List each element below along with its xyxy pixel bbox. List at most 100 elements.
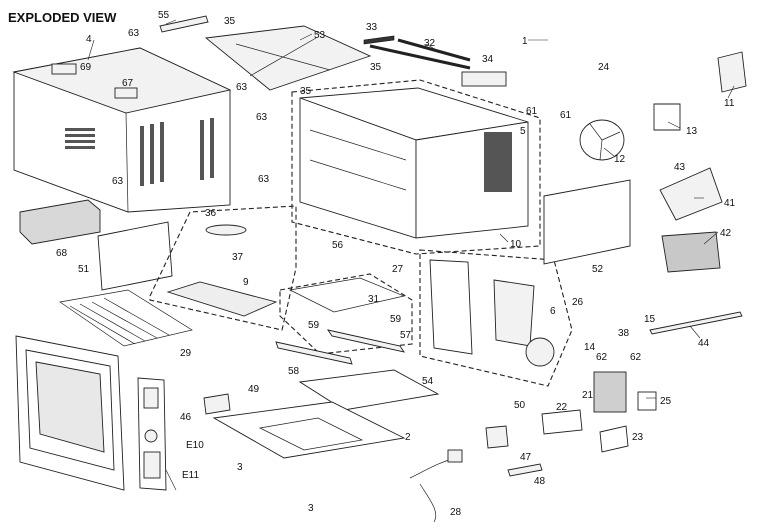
top-cover bbox=[204, 25, 372, 91]
transformer-holder bbox=[659, 167, 723, 221]
callout-48: 48 bbox=[534, 476, 546, 487]
callout-44: 44 bbox=[698, 338, 710, 349]
callout-59a: 59 bbox=[308, 320, 320, 331]
callout-54: 54 bbox=[422, 376, 434, 387]
callout-68: 68 bbox=[56, 248, 68, 259]
rail-57 bbox=[327, 329, 405, 353]
heater-set bbox=[363, 35, 471, 70]
callout-61a: 61 bbox=[526, 106, 538, 117]
callout-63b: 63 bbox=[236, 82, 248, 93]
leader-lines bbox=[87, 19, 735, 491]
callout-55: 55 bbox=[158, 10, 170, 21]
callout-63a: 63 bbox=[128, 28, 140, 39]
callout-15: 15 bbox=[644, 314, 656, 325]
callout-50: 50 bbox=[514, 400, 526, 411]
insulation-pad bbox=[19, 199, 101, 245]
control-module bbox=[429, 259, 555, 367]
strip-48 bbox=[507, 463, 543, 477]
callout-35b: 35 bbox=[370, 62, 382, 73]
callout-4: 4 bbox=[86, 34, 92, 45]
door-assembly bbox=[15, 335, 125, 491]
callout-31: 31 bbox=[368, 294, 380, 305]
callout-51: 51 bbox=[78, 264, 90, 275]
control-group bbox=[419, 249, 573, 387]
callout-46: 46 bbox=[180, 412, 192, 423]
callout-9: 9 bbox=[243, 277, 249, 288]
callout-57: 57 bbox=[400, 330, 412, 341]
callout-E10: E10 bbox=[186, 440, 204, 451]
callout-22: 22 bbox=[556, 402, 568, 413]
callout-1: 1 bbox=[522, 36, 528, 47]
frame-group bbox=[279, 273, 413, 355]
callout-63e: 63 bbox=[258, 174, 270, 185]
control-panel bbox=[137, 377, 167, 491]
callout-3b: 3 bbox=[308, 503, 314, 514]
latch-rod bbox=[649, 311, 743, 335]
callout-62a: 62 bbox=[596, 352, 608, 363]
callout-27: 27 bbox=[392, 264, 404, 275]
switch-46 bbox=[203, 393, 231, 415]
callout-25: 25 bbox=[660, 396, 672, 407]
fan-motor bbox=[717, 51, 747, 93]
callout-37: 37 bbox=[232, 252, 244, 263]
callout-43: 43 bbox=[674, 162, 686, 173]
cavity-group bbox=[291, 79, 541, 255]
callout-3: 3 bbox=[237, 462, 243, 473]
switch-47 bbox=[485, 425, 509, 449]
side-panel bbox=[97, 221, 173, 291]
back-plate bbox=[543, 179, 631, 265]
callout-42: 42 bbox=[720, 228, 732, 239]
callout-28: 28 bbox=[450, 507, 462, 518]
callout-59b: 59 bbox=[390, 314, 402, 325]
callout-23: 23 bbox=[632, 432, 644, 443]
callout-58: 58 bbox=[288, 366, 300, 377]
oven-rack bbox=[59, 289, 193, 347]
callout-11: 11 bbox=[724, 98, 735, 109]
callout-47: 47 bbox=[520, 452, 532, 463]
terminal-block bbox=[461, 71, 507, 87]
callout-36: 36 bbox=[205, 208, 217, 219]
callout-61b: 61 bbox=[560, 110, 572, 121]
callout-56: 56 bbox=[332, 240, 344, 251]
callout-63d: 63 bbox=[112, 176, 124, 187]
callout-33: 33 bbox=[366, 22, 378, 33]
callout-24: 24 bbox=[598, 62, 610, 73]
callout-10: 10 bbox=[510, 239, 522, 250]
heat-sink bbox=[661, 231, 721, 273]
glass-tray bbox=[166, 281, 278, 317]
callout-13: 13 bbox=[686, 126, 698, 137]
tray-frame bbox=[298, 369, 440, 411]
outer-cabinet bbox=[12, 47, 232, 213]
diagram-title: EXPLODED VIEW bbox=[8, 10, 117, 25]
callout-5: 5 bbox=[520, 126, 526, 137]
oven-cavity bbox=[299, 87, 529, 239]
callout-41: 41 bbox=[724, 198, 736, 209]
callout-E11: E11 bbox=[182, 470, 199, 481]
callout-63c: 63 bbox=[256, 112, 268, 123]
callout-38: 38 bbox=[618, 328, 630, 339]
callout-14: 14 bbox=[584, 342, 596, 353]
base-plate bbox=[212, 401, 406, 459]
plate-22 bbox=[541, 409, 583, 435]
callout-2: 2 bbox=[405, 432, 411, 443]
bracket-25 bbox=[637, 391, 657, 411]
callout-21: 21 bbox=[582, 390, 594, 401]
plate-23 bbox=[599, 425, 629, 453]
callout-6: 6 bbox=[550, 306, 556, 317]
callout-32: 32 bbox=[424, 38, 436, 49]
callout-26: 26 bbox=[572, 297, 584, 308]
callouts: 1 2 3 3 4 5 6 9 10 11 12 13 14 15 21 22 … bbox=[56, 10, 736, 518]
callout-49: 49 bbox=[248, 384, 260, 395]
callout-53: 53 bbox=[314, 30, 326, 41]
top-rail bbox=[159, 15, 209, 33]
magnetron bbox=[593, 371, 627, 413]
callout-29: 29 bbox=[180, 348, 192, 359]
callout-52: 52 bbox=[592, 264, 604, 275]
stirrer-fan bbox=[205, 224, 247, 236]
callout-34: 34 bbox=[482, 54, 494, 65]
callout-67: 67 bbox=[122, 78, 134, 89]
callout-12: 12 bbox=[614, 154, 626, 165]
callout-69: 69 bbox=[80, 62, 92, 73]
